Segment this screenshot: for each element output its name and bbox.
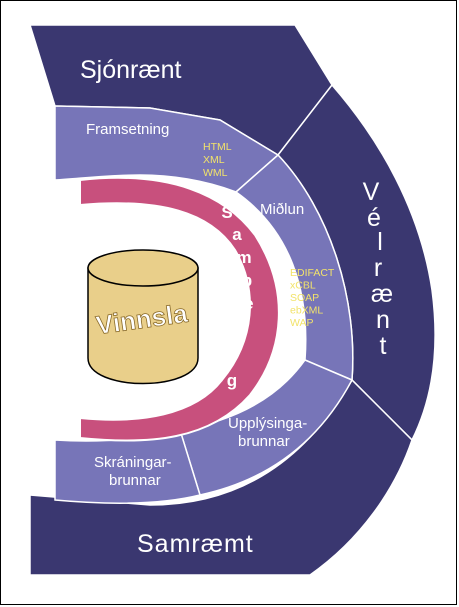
presentation-item: HTML [203,141,232,153]
middleware-item: ebXML [290,305,323,317]
vertical-letter: é [367,204,381,232]
cylinder-body [87,267,199,385]
label-registration-sources-1: Skráningar- [94,454,172,471]
middleware-item: WAP [290,317,314,329]
integration-letter: æ [238,294,253,313]
integration-letter: þ [242,271,252,290]
label-visual: Sjónrænt [80,56,181,84]
vertical-letter: l [377,228,383,256]
cylinder-top [87,249,199,287]
vertical-letter: t [380,332,387,360]
label-information-sources-2: brunnar [238,433,290,450]
integration-ring [79,176,280,442]
storage-cylinder: Vinnsla [87,249,199,385]
vertical-letter: n [376,306,390,334]
middle-ring [54,105,354,505]
label-registration-sources-2: brunnar [109,472,161,489]
integration-letter: i [228,351,233,370]
middleware-item: SOAP [290,292,319,304]
label-harmonized: Samræmt [137,530,254,558]
integration-letter: g [227,371,237,390]
integration-letter: t [240,316,246,335]
integration-letter: t [234,337,240,356]
middleware-item: xCBL [290,280,316,292]
integration-letter: n [218,359,228,378]
label-middleware: Miðlun [260,201,304,218]
integration-letter: m [236,248,251,267]
presentation-item: XML [203,154,225,166]
presentation-item: WML [203,167,228,179]
label-information-sources-1: Upplýsinga- [228,415,307,432]
vertical-letter: æ [371,280,393,308]
integration-letter: a [232,225,242,244]
outer-ring [28,24,436,576]
integration-letter: S [221,203,232,222]
middleware-item: EDIFACT [290,267,335,279]
label-presentation: Framsetning [86,121,169,138]
vertical-letter: r [374,254,382,282]
vertical-letter: V [363,178,380,206]
